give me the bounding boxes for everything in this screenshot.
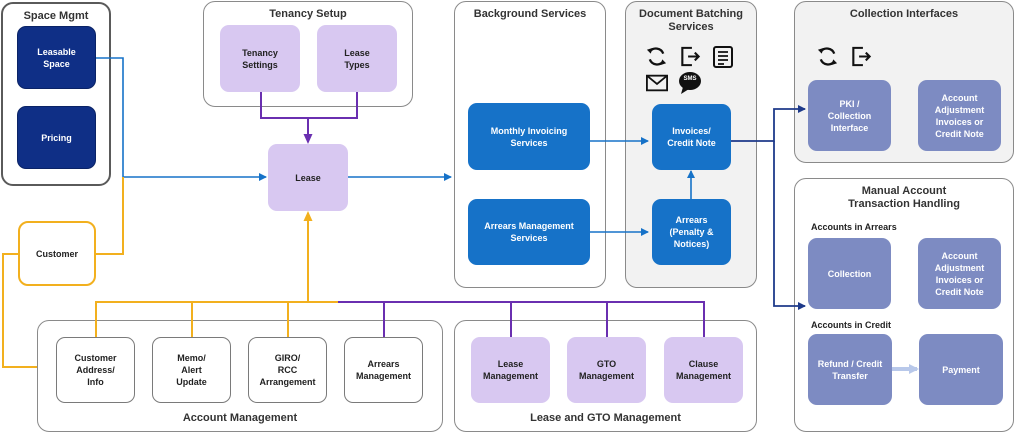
- node-tenancy-settings[interactable]: Tenancy Settings: [220, 25, 300, 92]
- sms-bubble-icon: SMS: [678, 71, 702, 95]
- node-refund-credit-transfer[interactable]: Refund / Credit Transfer: [808, 334, 892, 405]
- node-customer[interactable]: Customer: [18, 221, 96, 286]
- sync-icon: [816, 45, 839, 73]
- label-accounts-in-credit: Accounts in Credit: [811, 320, 892, 330]
- group-title-lease-gto-management: Lease and GTO Management: [530, 412, 681, 424]
- connector-tenancy-settings: [260, 92, 358, 119]
- group-title-account-management: Account Management: [182, 412, 298, 424]
- node-giro-rcc-arrangement[interactable]: GIRO/ RCC Arrangement: [248, 337, 327, 403]
- group-title-space-mgmt: Space Mgmt: [23, 10, 89, 22]
- group-title-document-batching: Document Batching Services: [639, 8, 743, 33]
- sms-label: SMS: [683, 76, 697, 82]
- connector-space-to-lease: [96, 57, 267, 181]
- export-icon: [849, 45, 873, 73]
- node-account-adjustment-manual[interactable]: Account Adjustment Invoices or Credit No…: [918, 238, 1001, 309]
- group-title-background-services: Background Services: [473, 8, 587, 20]
- sync-icon: [645, 45, 668, 73]
- node-arrears-penalty-notices[interactable]: Arrears (Penalty & Notices): [652, 199, 731, 265]
- connector-invoices-to-manual: [773, 141, 806, 310]
- document-icon: [711, 45, 735, 74]
- node-memo-alert-update[interactable]: Memo/ Alert Update: [152, 337, 231, 403]
- node-clause-management[interactable]: Clause Management: [664, 337, 743, 403]
- export-icon: [678, 45, 702, 73]
- node-leasable-space[interactable]: Leasable Space: [17, 26, 96, 89]
- connector-invoices-out: [731, 105, 806, 142]
- group-title-manual-handling: Manual Account Transaction Handling: [848, 185, 960, 210]
- node-lease-management[interactable]: Lease Management: [471, 337, 550, 403]
- node-lease[interactable]: Lease: [268, 144, 348, 211]
- connector-account-bus: [95, 301, 338, 337]
- connector-customer-to-space: [96, 177, 124, 255]
- node-customer-address-info[interactable]: Customer Address/ Info: [56, 337, 135, 403]
- node-lease-types[interactable]: Lease Types: [317, 25, 397, 92]
- node-account-adjustment-collection[interactable]: Account Adjustment Invoices or Credit No…: [918, 80, 1001, 151]
- node-pki-collection-interface[interactable]: PKI / Collection Interface: [808, 80, 891, 151]
- node-monthly-invoicing[interactable]: Monthly Invoicing Services: [468, 103, 590, 170]
- node-payment[interactable]: Payment: [919, 334, 1003, 405]
- group-title-collection-interfaces: Collection Interfaces: [849, 8, 959, 20]
- mail-icon: [646, 74, 668, 97]
- node-arrears-management[interactable]: Arrears Management: [344, 337, 423, 403]
- node-invoices-credit-note[interactable]: Invoices/ Credit Note: [652, 104, 731, 170]
- connector-customer-to-account: [2, 253, 37, 368]
- node-collection[interactable]: Collection: [808, 238, 891, 309]
- node-arrears-management-services[interactable]: Arrears Management Services: [468, 199, 590, 265]
- label-accounts-in-arrears: Accounts in Arrears: [811, 222, 897, 232]
- connector-purple-bus: [338, 301, 705, 337]
- node-pricing[interactable]: Pricing: [17, 106, 96, 169]
- node-gto-management[interactable]: GTO Management: [567, 337, 646, 403]
- group-title-tenancy-setup: Tenancy Setup: [269, 8, 347, 20]
